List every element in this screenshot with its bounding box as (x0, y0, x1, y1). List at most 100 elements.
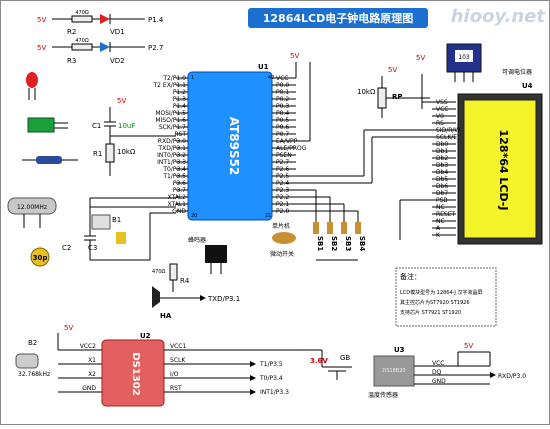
watermark: hiooy.net (451, 6, 547, 27)
resistor-picture (22, 156, 78, 164)
u1-left-pin-label: RST (174, 131, 186, 138)
u1-pin1: 1 (191, 75, 194, 81)
u3-pin-label: GND (432, 378, 446, 385)
u1-pin20: 20 (191, 213, 197, 219)
led1-supply: 5V (37, 16, 46, 24)
u3-net-label: RXD/P3.0 (498, 373, 526, 380)
lcd-supply: 5V (416, 54, 425, 62)
capacitor-picture (27, 117, 68, 133)
u1-left-pin-label: MOSI/P1.5 (155, 110, 186, 117)
u3-pin-label: DQ (432, 369, 442, 376)
note-line-1: LCD模块型号为 12864-J 汉字液晶屏 (400, 289, 483, 296)
crystal-freq-label: 12.00MHz (17, 204, 47, 211)
pot-chip-value: 103 (458, 54, 470, 61)
vd1-label: VD1 (110, 28, 125, 36)
lcd-pin-label: RESET (436, 211, 456, 218)
u2-ref: U2 (140, 332, 151, 340)
u1-left-pin-label: T0/P3.4 (162, 166, 186, 173)
u2-part: DS1302 (130, 352, 141, 395)
u1-left-pin-label: T2/P1.0 (162, 75, 186, 82)
u1-left-pin-label: TXD/P3.1 (157, 145, 186, 152)
u1-part: AT89S52 (227, 117, 241, 176)
lcd-pin-label: NC (436, 218, 445, 225)
pot-ref: RP (392, 93, 403, 101)
buzzer-picture-label: 蜂鸣器 (188, 236, 206, 244)
b1-label: B1 (112, 216, 121, 224)
crystal-picture: 12.00MHz (7, 197, 57, 228)
u2-right-pin-label: VCC1 (170, 343, 186, 350)
u1-right-pin-label: P2.2 (276, 194, 289, 201)
u1-label: 单片机 (272, 222, 290, 230)
ceramic-cap-picture: 30p (30, 247, 50, 267)
c3-label: C3 (88, 244, 97, 252)
led1-net: P1.4 (148, 16, 164, 24)
pot-value: 10kΩ (357, 88, 376, 96)
battery-voltage: 3.6V (310, 357, 328, 365)
u1-left-pin-label: XTAL1 (168, 201, 187, 208)
u3-supply: 5V (464, 342, 473, 350)
buzzer-circuit: 蜂鸣器 470Ω R4 HA TXD/P3.1 (152, 236, 240, 320)
note-line-2: 其主控芯片为ST7920 ST1926 (400, 299, 470, 306)
u1-left-pin-label: INT0/P3.2 (157, 152, 186, 159)
u2-net-label: T0/P3.4 (259, 375, 283, 382)
u2-right-pin-label: SCLK (170, 357, 186, 364)
c1-label: C1 (92, 122, 101, 130)
led-row-2: 5V 470Ω R3 VD2 P2.7 (37, 38, 163, 65)
u1-right-pin-label: EA/VPP (276, 138, 298, 145)
note-line-3: 支持芯片 ST7921 ST1920 (400, 309, 461, 316)
u1-right-pin-label: P0.6 (276, 124, 289, 131)
u1-right-pin-label: P2.1 (276, 201, 289, 208)
c2-label: C2 (62, 244, 71, 252)
u2-left-pin-label: VCC2 (80, 343, 96, 350)
u2-left-pin-label: X1 (88, 357, 96, 364)
lcd-pin-label: Db7 (436, 190, 448, 197)
u1-right-pin-label: VCC (276, 75, 288, 82)
button-label: SB4 (358, 236, 366, 251)
r3-label: R3 (67, 57, 76, 65)
u1-left-pin-label: T1/P3.5 (162, 173, 186, 180)
reset-circuit: 5V C1 10uF R1 10kΩ (92, 97, 176, 176)
u1-right-pin-label: P2.4 (276, 180, 289, 187)
led-row-1: 5V 470Ω R2 VD1 P1.4 (37, 10, 164, 36)
potentiometer: 5V 10kΩ RP 103 可调电位器 5V (357, 43, 532, 118)
u1-right-pin-label: P2.7 (276, 159, 289, 166)
u1-left-pin-label: P3.7 (173, 187, 186, 194)
u1-mcu: U1 AT89S52 40 1 20 21 单片机 T2/P1.0T2 EX/P… (153, 52, 311, 230)
buzzer-net: TXD/P3.1 (207, 295, 240, 303)
u1-right-pin-label: P0.7 (276, 131, 289, 138)
u1-right-pin-label: P0.4 (276, 110, 289, 117)
battery-label: GB (340, 354, 350, 362)
u1-left-pin-label: GND (172, 208, 186, 215)
crystal-circuit: B1 C2 C3 (62, 197, 176, 261)
button-body (327, 222, 333, 234)
lcd-pin-label: Db1 (436, 148, 448, 155)
r3-value: 470Ω (75, 38, 89, 44)
r4-label: R4 (180, 277, 190, 285)
u1-ref: U1 (258, 63, 269, 71)
cap-value-label: 30p (33, 254, 48, 262)
c1-value: 10uF (118, 122, 135, 130)
u1-left-pin-label: P1.2 (173, 89, 186, 96)
lcd-pin-label: Db3 (436, 162, 448, 169)
lcd-pin-label: VSS (436, 99, 448, 106)
lcd-pin-label: RS (436, 120, 444, 127)
lcd-pin-label: Db2 (436, 155, 448, 162)
u1-right-pin-label: ALE/PROG (276, 145, 307, 152)
note-title: 备注： (400, 272, 421, 281)
button-picture-label: 微动开关 (270, 250, 294, 258)
u1-right-pin-label: P2.6 (276, 166, 289, 173)
u1-left-pin-label: MISO/P1.6 (155, 117, 186, 124)
u1-right-pin-label: PSEN (276, 152, 292, 159)
battery: 3.6V GB (310, 354, 352, 380)
u2-left-pin-label: GND (82, 385, 96, 392)
led2-supply: 5V (37, 44, 46, 52)
led2-net: P2.7 (148, 44, 163, 52)
u1-left-pin-label: SCK/P1.7 (159, 124, 186, 131)
button-body (313, 222, 319, 234)
u1-right-pin-label: P0.3 (276, 103, 289, 110)
vd2-label: VD2 (110, 57, 125, 65)
